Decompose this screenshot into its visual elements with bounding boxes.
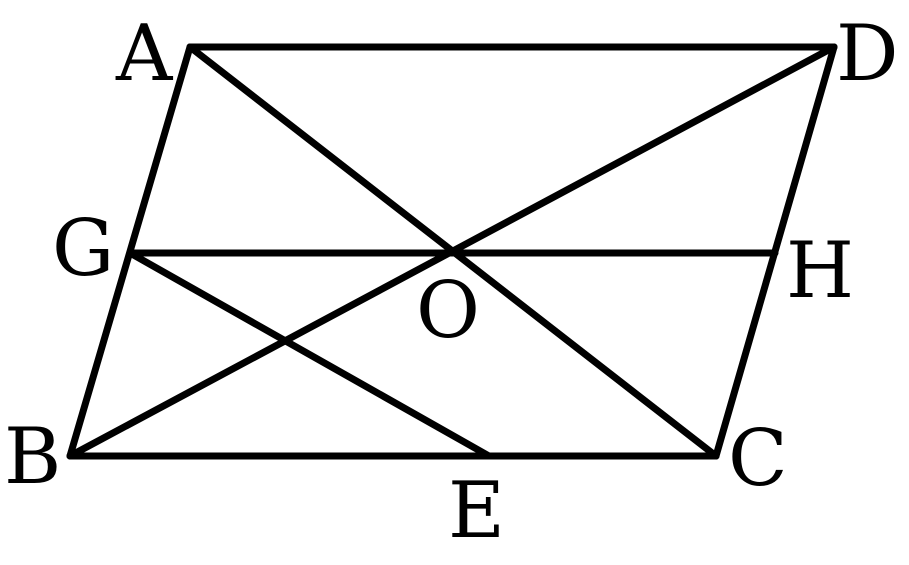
label-E: E <box>448 466 505 556</box>
label-D: D <box>836 9 899 99</box>
segment-GE <box>126 249 493 460</box>
label-C: C <box>728 414 788 504</box>
label-B: B <box>4 412 61 502</box>
label-O: O <box>416 266 480 356</box>
label-H: H <box>786 226 854 316</box>
label-A: A <box>115 9 174 99</box>
label-G: G <box>52 204 114 294</box>
